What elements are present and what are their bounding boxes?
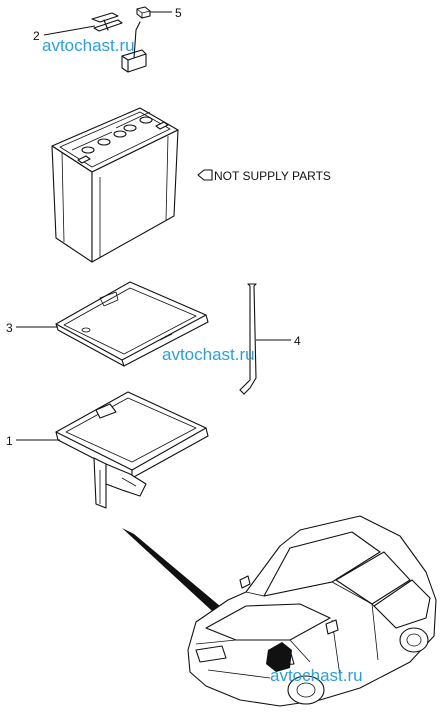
part-1-bracket bbox=[55, 391, 209, 509]
watermark-1: avtochast.ru bbox=[42, 36, 135, 55]
watermark-3: avtochast.ru bbox=[270, 666, 363, 685]
callout-3: 3 bbox=[6, 321, 13, 335]
callout-4: 4 bbox=[294, 334, 301, 348]
leader-2 bbox=[43, 25, 96, 36]
vehicle bbox=[187, 515, 437, 707]
note-text: NOT SUPPLY PARTS bbox=[214, 169, 331, 183]
part-5-nut bbox=[136, 6, 151, 19]
watermark-2: avtochast.ru bbox=[162, 345, 255, 364]
part-2-clamp bbox=[91, 12, 147, 73]
part-3-tray bbox=[55, 281, 209, 367]
callout-2: 2 bbox=[33, 29, 40, 43]
battery-location-mark bbox=[266, 642, 292, 672]
part-4-rod bbox=[239, 283, 257, 395]
battery bbox=[51, 107, 179, 263]
note-arrow-icon bbox=[197, 169, 213, 181]
callout-5: 5 bbox=[175, 6, 182, 20]
not-supply-note: NOT SUPPLY PARTS bbox=[197, 169, 331, 183]
callout-1: 1 bbox=[6, 434, 13, 448]
